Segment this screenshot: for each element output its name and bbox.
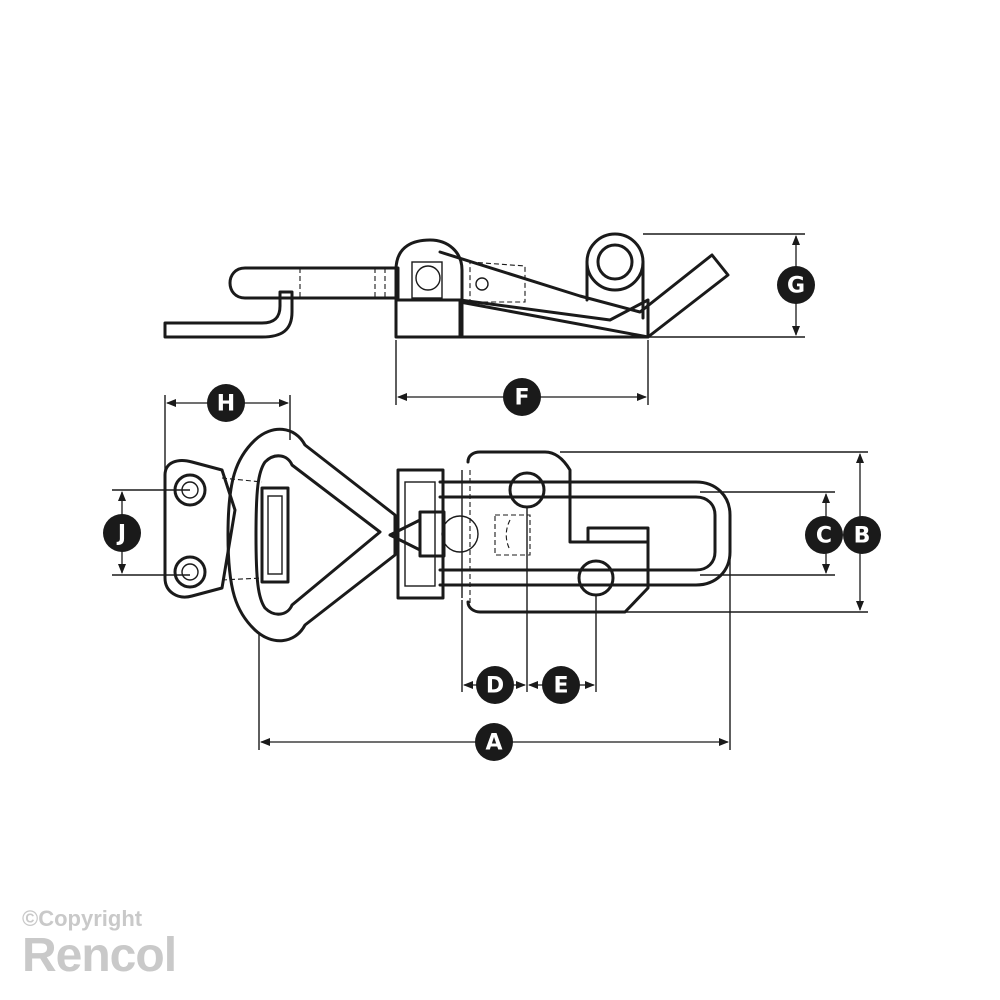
badge-g: G (777, 266, 815, 304)
side-ring (585, 232, 645, 292)
label-e: E (553, 674, 568, 699)
body-hole-top (508, 471, 546, 509)
badge-f: F (503, 378, 541, 416)
lever-arm (438, 250, 730, 339)
top-view (163, 427, 732, 643)
badge-h: H (207, 384, 245, 422)
dimension-lines (112, 233, 868, 750)
label-c: C (816, 524, 832, 549)
shackle-bar (228, 266, 400, 300)
label-f: F (514, 386, 529, 411)
hook-plate (163, 290, 294, 339)
lever-loop (438, 480, 732, 587)
label-b: B (854, 524, 871, 549)
badge-d: D (476, 666, 514, 704)
label-h: H (217, 392, 235, 417)
label-d: D (486, 674, 504, 699)
badge-e: E (542, 666, 580, 704)
badge-j: J (103, 514, 141, 552)
side-view (163, 232, 730, 339)
label-a: A (485, 731, 502, 756)
latch-body (466, 450, 650, 614)
label-j: J (116, 522, 126, 547)
watermark-brand: Rencol (22, 929, 177, 982)
label-g: G (787, 274, 805, 299)
badge-b: B (843, 516, 881, 554)
keeper-hole-bottom (173, 555, 207, 589)
watermark-copyright: ©Copyright (22, 906, 143, 931)
triangle-shackle (226, 427, 397, 643)
badge-c: C (805, 516, 843, 554)
base-plate (394, 298, 650, 339)
copyright-watermark: ©Copyright Rencol (22, 906, 177, 982)
body-hole-bottom (577, 559, 615, 597)
badge-a: A (475, 723, 513, 761)
